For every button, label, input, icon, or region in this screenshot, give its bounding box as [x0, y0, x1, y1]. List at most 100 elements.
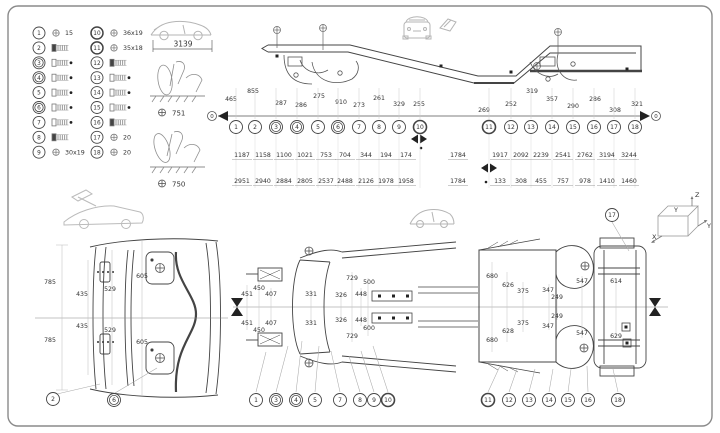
legend-item-number: 6: [37, 106, 41, 112]
callout-3: 3: [269, 120, 283, 134]
front-section-rivet-dots: [97, 271, 114, 343]
dim-label: 448: [355, 317, 367, 324]
dim-label: 729: [346, 275, 358, 282]
rear-structure-plan: [555, 237, 647, 377]
chain-dim: 2239: [533, 152, 549, 159]
car-plan-icon: [409, 209, 455, 228]
callout-18: 18: [628, 120, 642, 134]
legend-item-2: 2: [32, 41, 69, 55]
dim-label: 605: [136, 273, 148, 280]
callout-14: 14: [545, 120, 559, 134]
callout-2: 2: [46, 392, 60, 406]
callout-number: 4: [294, 397, 298, 404]
chain-dim: 3194: [599, 152, 615, 159]
callout-number: 8: [377, 124, 381, 131]
wheelbase-dimension-lines: [152, 40, 213, 52]
dim-label: 407: [265, 320, 277, 327]
callout-number: 3: [274, 397, 278, 404]
dim-label: 326: [335, 317, 347, 324]
front-section-dim-lines: [56, 240, 143, 395]
callout-number: 7: [357, 124, 361, 131]
bolt-icon: [109, 88, 131, 97]
chain-dim: 174: [400, 152, 412, 159]
callout-10: 10: [412, 119, 428, 135]
ride-height-front-symbol: [158, 108, 166, 117]
chain-dim: 344: [360, 152, 372, 159]
dim-label: 347: [542, 323, 554, 330]
dim-label: 287: [275, 100, 287, 107]
dim-label: 269: [478, 107, 490, 114]
legend-item-16: 16: [90, 115, 127, 129]
legend-item-label: 30x19: [65, 149, 85, 156]
legend-item-number: 1: [37, 31, 41, 37]
legend-item-label: 20: [123, 149, 131, 156]
dim-label: 249: [551, 294, 563, 301]
chain-dim: 1917: [492, 152, 508, 159]
chain-dim: 2488: [337, 178, 353, 185]
chain-dim: 978: [579, 178, 591, 185]
axis-y-right-label: Y: [706, 222, 711, 230]
callout-number: 3: [274, 124, 278, 131]
chain-dim: 2537: [318, 178, 334, 185]
dim-label: 910: [335, 99, 347, 106]
callout-17: 17: [605, 208, 619, 222]
callout-number: 18: [614, 397, 622, 404]
nut-washer-icon: [110, 44, 118, 52]
datum-circle-right: [651, 111, 661, 121]
legend-item-13: 13: [90, 71, 131, 85]
legend-item-number: 17: [93, 135, 101, 141]
chain-dim: 1460: [621, 178, 637, 185]
dim-label: 529: [104, 286, 116, 293]
callout-11: 11: [480, 392, 496, 408]
callout-16: 16: [581, 393, 595, 407]
front-section-bolts: [150, 258, 165, 363]
rear-ride-height-value: 750: [172, 181, 185, 189]
nut-washer-icon: [110, 133, 118, 141]
front-section-leaders: [56, 367, 158, 395]
legend-item-number: 16: [93, 121, 101, 127]
legend-item-number: 15: [93, 106, 101, 112]
callout-9: 9: [392, 120, 406, 134]
dim-label: 347: [542, 287, 554, 294]
bolt-icon: [109, 73, 131, 82]
callout-18: 18: [611, 393, 625, 407]
chain-dim: 753: [320, 152, 332, 159]
callout-2: 2: [248, 120, 262, 134]
callout-number: 14: [545, 397, 553, 404]
chain-dim: 455: [535, 178, 547, 185]
chain-dim: 3244: [621, 152, 637, 159]
callout-number: 15: [569, 124, 577, 131]
chain-dim: 2951: [234, 178, 250, 185]
callout-number: 13: [527, 124, 535, 131]
callout-9: 9: [367, 393, 381, 407]
dim-label: 407: [265, 291, 277, 298]
legend-item-number: 9: [37, 150, 41, 156]
plan-datum-triangles: [231, 298, 661, 316]
axis-x-label: X: [652, 233, 657, 241]
legend-item-number: 7: [37, 121, 41, 127]
dim-label: 331: [305, 291, 317, 298]
legend-item-label: 35x18: [123, 45, 143, 52]
axis-z-label: Z: [695, 191, 700, 199]
front-subframe-plan: [246, 241, 457, 373]
dim-label: 785: [44, 279, 56, 286]
dim-label: 286: [589, 96, 601, 103]
callout-number: 2: [51, 396, 55, 403]
ride-height-rear-symbol: [158, 179, 166, 188]
chain-dim: 1410: [599, 178, 615, 185]
callout-number: 9: [397, 124, 401, 131]
chain-dim: 2805: [297, 178, 313, 185]
callout-4: 4: [290, 120, 304, 134]
legend-item-12: 12: [90, 56, 127, 70]
axis-y-top-label: Y: [673, 206, 678, 214]
bolt-icon: [51, 44, 69, 52]
dim-label: 326: [335, 292, 347, 299]
nut-washer-icon: [52, 148, 60, 156]
